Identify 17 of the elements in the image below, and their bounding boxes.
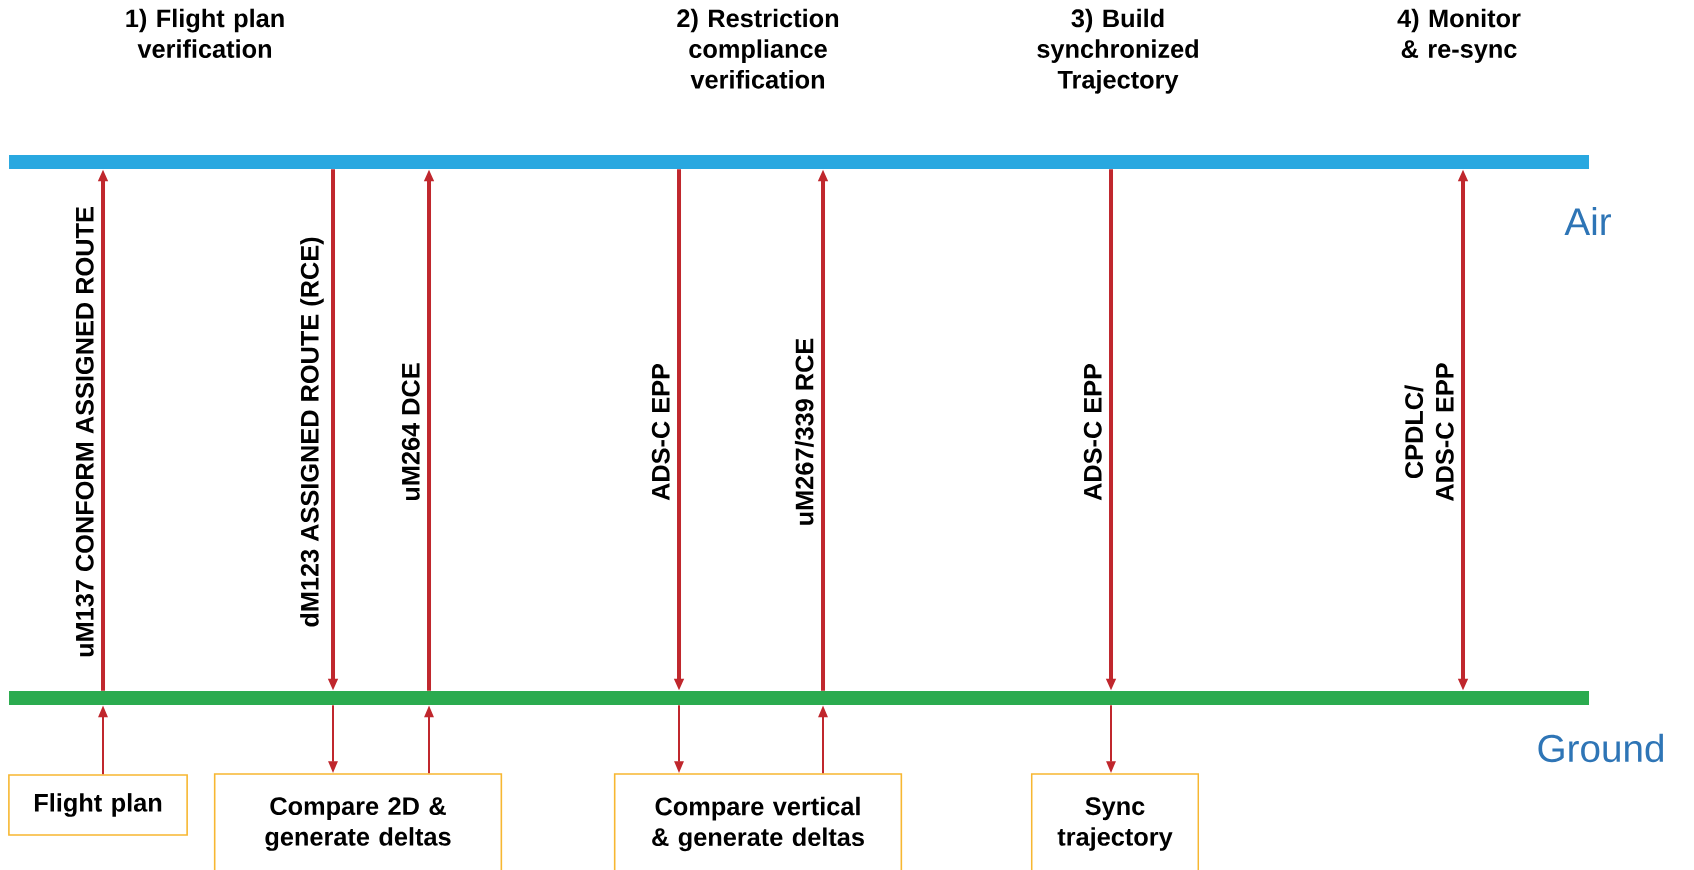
edge-label: uM264 DCE (401, 363, 420, 501)
edge-label: ADS-C EPP (1083, 363, 1102, 501)
edge-label: uM267/339 RCE (794, 338, 814, 525)
edge-label: ADS-C EPP (651, 363, 670, 501)
step-heading: 4) Monitor & re-sync (1397, 8, 1521, 63)
step-heading: 3) Build synchronized Trajectory (1037, 8, 1198, 94)
step-heading: 2) Restriction compliance verification (677, 8, 839, 89)
process-box: Compare 2D & generate deltas (213, 773, 503, 870)
edge-label: uM137 CONFORM ASSIGNED ROUTE (75, 207, 94, 657)
process-box: Compare vertical & generate deltas (613, 773, 903, 870)
band-label: Ground (1538, 733, 1663, 763)
process-box: Flight plan (8, 774, 188, 836)
step-heading: 1) Flight plan verification (126, 8, 284, 58)
edge-label: CPDLC/ ADS-C EPP (1404, 363, 1454, 502)
process-box: Sync trajectory (1030, 773, 1200, 870)
band-label: Air (1564, 207, 1611, 235)
edge-label: dM123 ASSIGNED ROUTE (RCE) (300, 237, 324, 627)
